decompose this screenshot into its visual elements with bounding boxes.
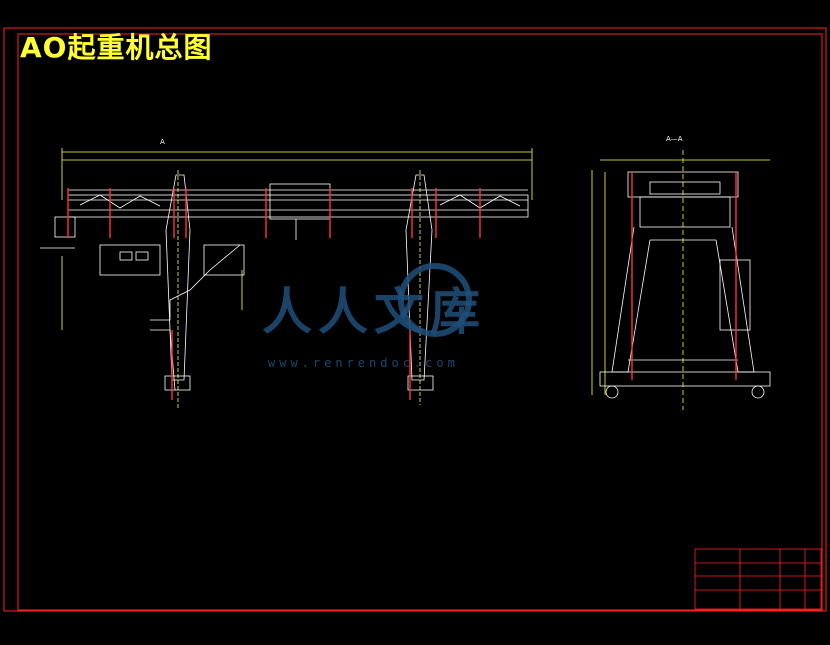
watermark-url: www.renrendoc.com	[268, 356, 459, 370]
drawing-title: AO起重机总图	[20, 31, 213, 64]
outer-frame	[3, 27, 827, 612]
title-block	[694, 548, 822, 610]
inner-frame	[17, 33, 823, 611]
watermark-text: 人人文库	[262, 283, 486, 341]
section-view-label: A—A	[666, 135, 683, 143]
side-center-markers	[631, 172, 737, 380]
side-section	[591, 159, 771, 399]
center-markers	[67, 188, 481, 400]
front-view-label: A	[160, 138, 165, 146]
watermark-circle	[398, 263, 472, 337]
